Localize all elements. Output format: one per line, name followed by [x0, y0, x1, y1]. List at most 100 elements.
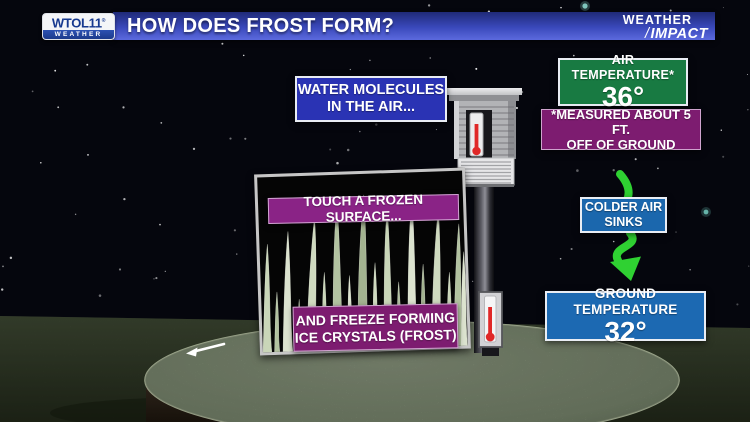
- star: [369, 59, 371, 62]
- air-temperature-title: AIR TEMPERATURE*: [571, 52, 675, 82]
- star: [720, 129, 722, 131]
- star: [560, 6, 562, 9]
- colder-air-label: COLDER AIR SINKS: [580, 197, 667, 233]
- star: [747, 109, 749, 111]
- registered-mark: ®: [101, 18, 106, 24]
- star: [559, 257, 562, 260]
- star: [722, 7, 724, 9]
- star: [736, 303, 739, 306]
- touch-surface-label: TOUCH A FROZEN SURFACE...: [267, 191, 460, 225]
- star: [192, 147, 196, 151]
- star: [2, 265, 4, 268]
- instrument-shelter: [446, 88, 522, 187]
- star-glow: [580, 1, 590, 11]
- star: [40, 161, 42, 164]
- measured-note-label: *MEASURED ABOUT 5 FT. OFF OF GROUND: [541, 106, 701, 153]
- grass-blade: [272, 291, 281, 353]
- star: [570, 247, 573, 251]
- grass-blade: [460, 251, 468, 349]
- star: [675, 231, 677, 233]
- ground-thermometer: [478, 291, 503, 356]
- measured-note-line2: OFF OF GROUND: [566, 137, 676, 153]
- bright-star: [582, 3, 588, 9]
- star: [336, 161, 339, 165]
- star: [244, 137, 247, 140]
- star: [427, 4, 431, 7]
- star: [722, 155, 725, 158]
- colder-air-line1: COLDER AIR: [584, 200, 663, 215]
- star: [9, 256, 13, 260]
- star: [748, 265, 750, 267]
- freeze-forming-line2: ICE CRYSTALS (FROST): [294, 325, 457, 346]
- star: [573, 54, 575, 57]
- star: [164, 270, 166, 272]
- star: [429, 57, 431, 59]
- star: [98, 294, 102, 297]
- star: [74, 213, 77, 216]
- star-glow: [701, 207, 711, 217]
- station-logo-tagline: WEATHER: [43, 30, 114, 39]
- star: [358, 130, 361, 133]
- header-bar: HOW DOES FROST FORM? WEATHER /IMPACT: [113, 12, 715, 41]
- star: [87, 154, 89, 156]
- water-molecules-line1: WATER MOLECULES: [297, 81, 445, 98]
- star: [118, 268, 122, 271]
- star: [346, 148, 350, 152]
- star: [123, 197, 126, 201]
- shelter-roof: [446, 88, 522, 95]
- platform-arrow: [186, 342, 226, 357]
- star: [375, 123, 378, 126]
- brand-weather-text: WEATHER: [622, 13, 692, 27]
- star: [471, 280, 474, 283]
- star: [236, 253, 238, 255]
- star: [233, 229, 237, 232]
- station-logo: WTOL11® WEATHER: [42, 13, 115, 40]
- ground-temperature-value: 32°: [604, 316, 647, 348]
- station-logo-text: WTOL11®: [51, 15, 106, 31]
- star: [159, 223, 161, 226]
- star: [689, 269, 691, 271]
- shelter-thermometer: [469, 112, 484, 157]
- star: [612, 169, 615, 172]
- water-molecules-label: WATER MOLECULES IN THE AIR...: [295, 76, 447, 122]
- brand-slash: /: [644, 25, 650, 42]
- star: [515, 106, 519, 110]
- star: [229, 137, 232, 140]
- air-temperature-label: AIR TEMPERATURE* 36°: [558, 53, 688, 111]
- measured-note-line1: *MEASURED ABOUT 5 FT.: [551, 106, 691, 137]
- star: [86, 63, 89, 66]
- star: [221, 42, 224, 45]
- star: [1, 288, 4, 291]
- touch-surface-text: TOUCH A FROZEN SURFACE...: [303, 191, 424, 225]
- grass-blade: [262, 244, 273, 353]
- star: [54, 69, 57, 72]
- freeze-forming-label: AND FREEZE FORMING ICE CRYSTALS (FROST): [292, 303, 459, 352]
- grass-blade: [282, 231, 294, 353]
- star: [435, 129, 437, 131]
- star: [475, 67, 478, 70]
- brand-impact-text: /IMPACT: [644, 25, 708, 42]
- star: [31, 90, 34, 93]
- colder-air-line2: SINKS: [604, 215, 643, 229]
- ground-temperature-title: GROUND TEMPERATURE: [573, 285, 678, 317]
- weather-impact-logo: WEATHER /IMPACT: [623, 13, 708, 41]
- air-temperature-value: 36°: [601, 81, 645, 113]
- star: [160, 121, 163, 124]
- star: [122, 106, 125, 109]
- star: [57, 106, 60, 109]
- star: [612, 240, 615, 243]
- star: [329, 148, 332, 151]
- water-molecules-line2: IN THE AIR...: [326, 99, 416, 115]
- star: [634, 158, 637, 161]
- star: [242, 54, 245, 57]
- page-title: HOW DOES FROST FORM?: [127, 14, 395, 37]
- star: [746, 74, 748, 76]
- bright-star: [703, 209, 709, 215]
- star: [576, 169, 579, 172]
- star: [155, 277, 158, 280]
- star: [349, 68, 351, 71]
- star: [153, 278, 155, 280]
- star: [669, 9, 672, 12]
- ground-temperature-label: GROUND TEMPERATURE 32°: [545, 286, 706, 346]
